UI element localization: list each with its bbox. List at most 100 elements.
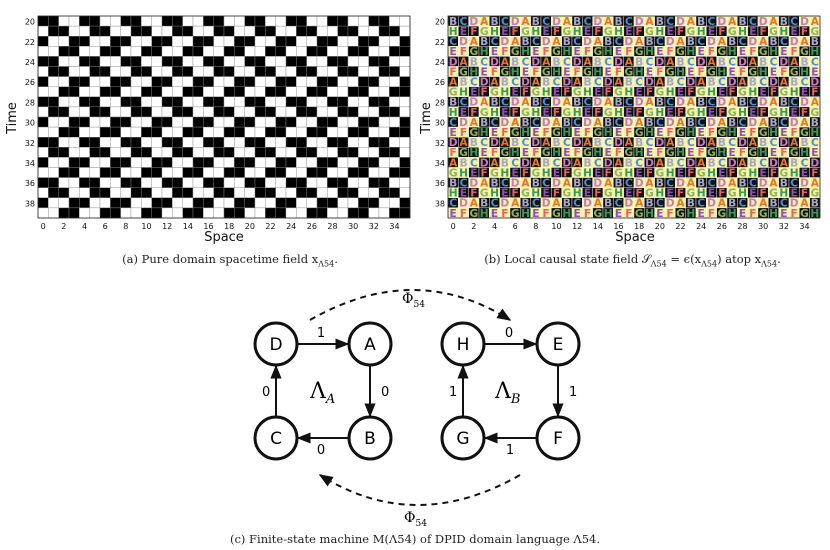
state-letter: E [615,127,622,139]
grid-cell [368,66,380,77]
grid-cell [182,96,194,108]
grid-cell [120,86,132,97]
state-letter: F [770,167,777,179]
grid-cell [265,157,276,168]
state-letter: H [635,66,644,78]
grid-cell [337,25,349,37]
state-letter: C [708,177,716,189]
grid-cell [141,25,152,37]
grid-cell [378,167,390,178]
state-letter: D [521,76,530,88]
grid-cell [265,147,276,158]
time-tick-label: 36 [435,179,445,188]
state-letter: A [552,117,561,129]
grid-cell [347,197,359,209]
grid-cell [48,106,59,118]
grid-cell [296,116,307,128]
state-letter: H [728,46,737,58]
time-tick-label: 32 [25,139,35,148]
state-letter: G [562,26,571,38]
state-letter: A [800,117,809,129]
state-letter: C [759,157,767,169]
grid-cell [203,76,214,87]
grid-cell [285,187,297,198]
state-letter: H [593,147,602,159]
grid-cell [48,147,59,158]
state-letter: F [605,167,612,179]
grid-cell [89,187,101,198]
state-letter: F [667,127,674,139]
grid-cell [141,66,152,77]
grid-cell [48,207,59,219]
state-letter: E [584,26,591,38]
grid-cell [172,76,183,87]
state-letter: G [531,87,540,99]
grid-cell [89,106,101,118]
grid-cell [306,167,318,178]
state-letter: F [760,188,767,200]
state-letter: E [543,107,550,119]
grid-cell [337,157,349,168]
state-letter: C [687,56,695,68]
state-letter: H [655,107,664,119]
grid-cell [378,197,390,209]
state-letter: B [480,117,488,129]
state-letter: A [718,36,727,48]
grid-cell [234,136,245,148]
grid-cell [172,177,183,188]
grid-cell [368,116,380,128]
grid-cell [151,15,163,27]
grid-cell [306,147,318,158]
state-letter: A [728,177,737,189]
grid-cell [99,96,111,108]
state-letter: E [470,87,477,99]
grid-cell [399,36,411,47]
state-letter: D [717,97,726,109]
grid-cell [141,177,152,188]
state-letter: G [810,107,819,119]
state-letter: A [759,198,768,210]
state-letter: C [728,137,736,149]
state-letter: C [739,36,747,48]
grid-cell [399,147,411,158]
grid-cell [337,116,349,128]
grid-cell [48,167,59,178]
state-letter: A [718,117,727,129]
state-letter: A [583,137,592,149]
edge-label-f-g: 1 [506,443,514,458]
grid-cell [161,36,173,47]
state-letter: D [748,36,757,48]
state-letter: B [449,177,457,189]
state-letter: G [666,66,675,78]
state-letter: F [811,167,818,179]
state-letter: A [769,16,778,28]
state-letter: E [553,87,560,99]
grid-cell [141,157,152,168]
grid-cell [120,25,132,37]
lambda-b-label: ΛB [494,379,520,407]
caption-b: (b) Local causal state field 𝒮Λ54 = ϵ(xΛ… [484,252,781,269]
grid-cell [37,66,49,77]
state-letter: E [749,107,756,119]
grid-cell [244,167,256,178]
state-letter: B [790,76,798,88]
state-letter: F [563,167,570,179]
grid-cell [192,157,204,168]
grid-cell [120,187,132,198]
grid-cell [358,15,369,27]
grid-cell [203,177,214,188]
state-letter: B [573,97,581,109]
state-letter: B [511,137,519,149]
grid-cell [244,136,256,148]
state-letter: B [490,16,498,28]
grid-cell [89,157,101,168]
state-letter: E [563,66,570,78]
state-letter: D [531,56,540,68]
state-letter: E [625,188,632,200]
state-letter: A [614,157,623,169]
state-letter: C [625,97,633,109]
grid-cell [203,157,214,168]
grid-cell [120,197,132,209]
state-letter: A [583,56,592,68]
